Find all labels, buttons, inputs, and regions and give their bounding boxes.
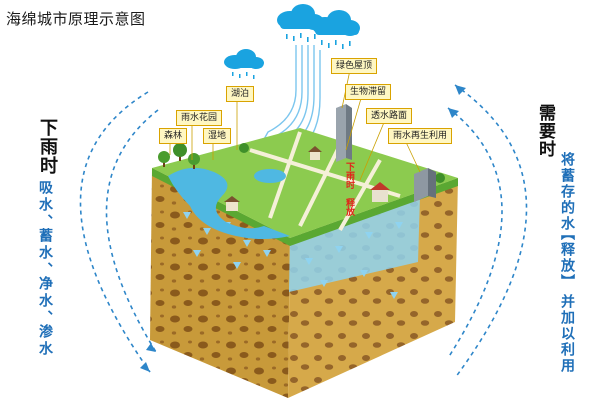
left-line-2: 蓄水、: [37, 228, 53, 279]
left-line-4: 渗水: [37, 324, 53, 358]
arrow-icon: [146, 343, 156, 352]
right-line-3: 并加以利用: [559, 294, 575, 374]
red-note-release: 释放: [344, 198, 354, 216]
arrow-icon: [140, 362, 150, 372]
label-wetland: 湿地: [203, 128, 232, 144]
left-line-3: 净水、: [37, 276, 53, 327]
house-icon: [224, 146, 322, 211]
red-note-rain: 下雨时: [344, 162, 354, 189]
building-icon: [336, 104, 436, 202]
left-line-1: 吸水、: [37, 180, 53, 231]
label-bio-swale: 生物滞留: [345, 84, 392, 100]
raindrop-icon: [232, 33, 351, 79]
right-heading: 需要时: [535, 104, 555, 158]
label-rain-reuse: 雨水再生利用: [388, 128, 453, 144]
right-line-2: 【释放】: [559, 226, 575, 290]
label-lake: 湖泊: [226, 86, 255, 102]
cloud-icon: [312, 10, 360, 36]
arrow-icon: [455, 85, 466, 95]
right-line-1: 将蓄存的水: [559, 152, 575, 232]
pond: [254, 169, 286, 183]
left-water-cycle-arcs: [79, 91, 159, 373]
label-permeable-road: 透水路面: [366, 108, 413, 124]
label-rain-garden: 雨水花园: [176, 110, 223, 126]
groundwater-layer: [289, 196, 420, 292]
lake: [168, 167, 290, 239]
arrow-icon: [448, 108, 459, 118]
tree-icon: [158, 143, 445, 183]
page-title: 海绵城市原理示意图: [6, 10, 146, 28]
right-water-cycle-arcs: [447, 84, 528, 379]
label-green-roof: 绿色屋顶: [331, 58, 378, 74]
cloud-icon: [224, 49, 264, 69]
label-forest: 森林: [159, 128, 188, 144]
label-leaders: [169, 69, 421, 181]
land-top-face: [152, 128, 458, 238]
left-heading: 下雨时: [37, 118, 58, 175]
